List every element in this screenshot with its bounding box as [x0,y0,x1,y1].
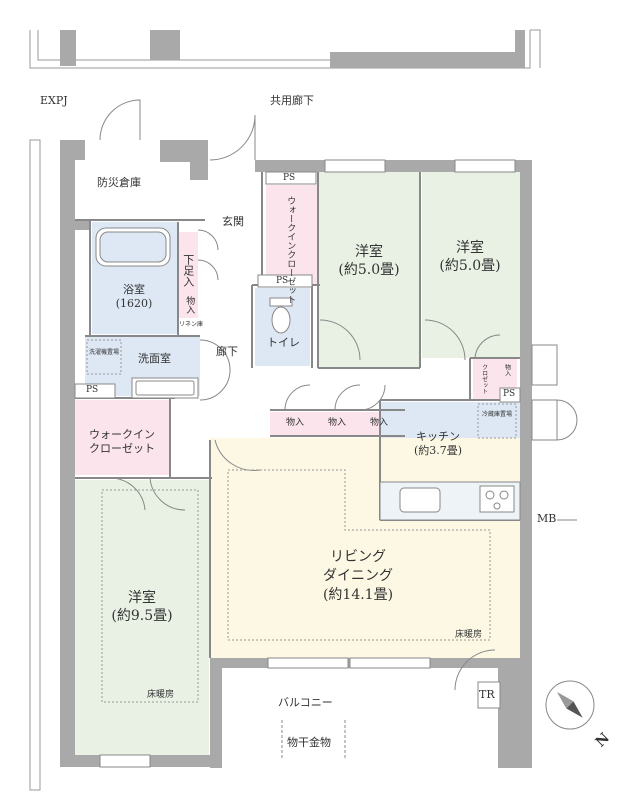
ldk-fill [210,438,520,658]
common-corridor-label: 共用廊下 [270,94,314,107]
mb-label: MB [537,512,557,525]
ps-label-2: PS [276,276,289,286]
washer-space-icon [86,339,122,375]
balcony-fill [222,668,498,766]
closet-small-label: クロゼット [480,364,488,394]
wic-left-line1: ウォークイン [89,428,155,441]
interior-walls [75,172,520,658]
wic-left-label: ウォークイン クローゼット [89,428,155,456]
room-center-fill [318,172,420,367]
room-right-label: 洋室 (約5.0畳) [439,240,500,275]
ldk-size: (約14.1畳) [322,586,394,603]
master-label: 洋室 (約9.5畳) [111,590,172,625]
washroom-label: 洗面室 [138,352,171,365]
ldk-label: リビング ダイニング (約14.1畳) [323,548,393,605]
door-swings [99,99,578,691]
wic-left-line2: クローゼット [89,441,155,455]
room-right-name: 洋室 [455,240,484,256]
entrance-label: 玄関 [222,215,244,228]
floor-heating-label-master: 床暖房 [147,690,175,700]
room-right-size: (約5.0畳) [439,257,501,274]
storage-label-closet: 物入 [503,364,511,376]
storage-label-hall: 物入 [184,296,195,314]
floor-heating-label-ldk: 床暖房 [455,630,483,640]
fridge-space-label: 冷蔵庫置場 [481,411,512,418]
bath-label: 浴室 (1620) [116,283,153,311]
kitchen-name: キッチン [415,430,460,443]
kitchen-size: (約3.7畳) [413,443,463,457]
balcony-label: バルコニー [278,696,333,709]
ps-label-4: PS [503,389,516,399]
room-center-label: 洋室 (約5.0畳) [338,244,399,279]
bath-size: (1620) [115,296,153,310]
shoe-storage-label: 下足入 [181,254,195,287]
wic-top-fill [266,185,318,285]
room-center-size: (約5.0畳) [338,261,400,278]
master-size: (約9.5畳) [111,607,173,624]
shoe-fill [178,232,198,318]
floor-heating-areas [101,469,491,703]
storage-label-row-3: 物入 [370,418,389,428]
linen-label: リネン庫 [179,321,204,328]
drying-rack-label: 物干金物 [287,736,331,749]
ldk-line2: ダイニング [322,567,393,584]
bathtub-icon [95,227,171,267]
washbasin-icon [131,377,199,399]
room-right-fill [422,172,520,358]
washer-space-label: 洗濯機置場 [88,349,119,356]
disaster-storage-fill [75,160,205,220]
ldk-line1: リビング [329,549,386,565]
windows [99,159,558,768]
master-fill [72,480,209,755]
kitchen-label: キッチン (約3.7畳) [414,430,462,458]
expj-label: EXPJ [40,94,68,107]
bath-name: 浴室 [122,283,145,296]
exterior-walls [60,140,532,768]
toilet-label: トイレ [267,336,300,349]
compass-icon [545,680,595,730]
tr-label: TR [479,688,495,701]
ps-label-1: PS [283,173,296,183]
ps-boxes [74,171,521,709]
master-name: 洋室 [127,590,156,606]
toilet-icon [269,297,293,334]
room-center-name: 洋室 [354,244,383,260]
stove-icon [479,485,515,513]
hallway-label: 廊下 [216,345,238,358]
disaster-storage-label: 防災倉庫 [97,176,141,189]
storage-label-row-2: 物入 [328,418,347,428]
top-walls [60,30,525,68]
wic-left-fill [72,400,170,475]
storage-label-row-1: 物入 [286,418,305,428]
ps-label-3: PS [86,385,99,395]
wic-top-label: ウォークインクローゼット [285,196,296,304]
